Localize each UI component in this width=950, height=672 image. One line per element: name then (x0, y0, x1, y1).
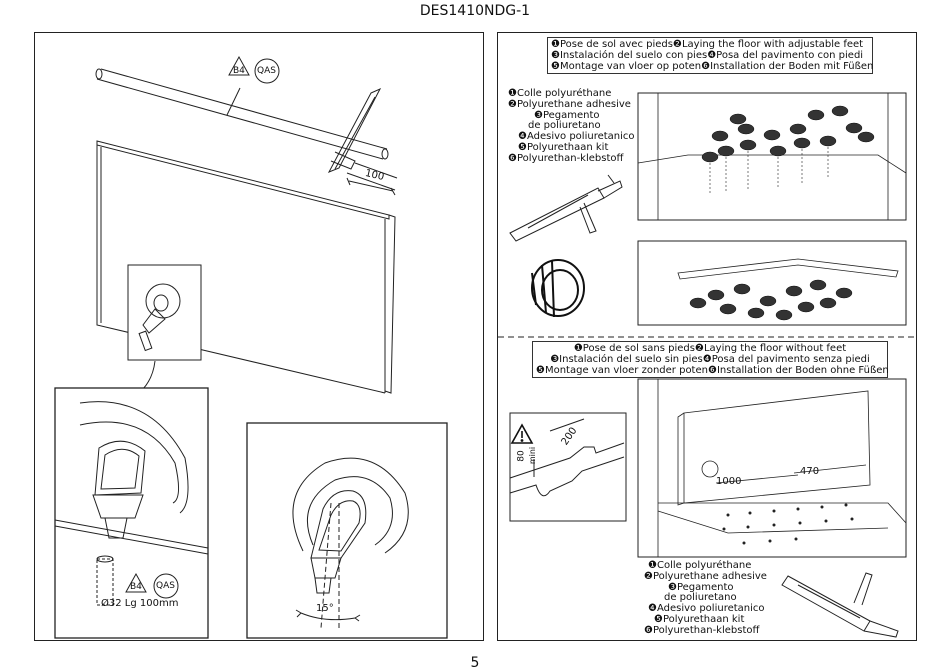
caulk-gun-1 (509, 174, 623, 242)
valve-inset-box (127, 264, 202, 390)
dim-80-label: 80 (516, 450, 527, 462)
legend-item: ❶Pose de sol sans pieds❷Laying the floor… (573, 343, 847, 354)
b4-tag (226, 55, 280, 116)
adhesive-list-bottom: ❶Colle polyuréthane ❷Polyurethane adhesi… (644, 560, 767, 636)
pipe-drawing (95, 68, 389, 160)
legend-item: ❸Instalación del suelo sin pies❹Posa del… (550, 354, 870, 365)
jig-drawing (327, 87, 398, 191)
floor-no-feet-image (637, 378, 907, 558)
detail-b4-qas: QAS (156, 581, 175, 591)
dim-470-label: 470 (800, 466, 820, 477)
dim-100-lines (346, 177, 396, 196)
valve-detail-box (54, 387, 209, 639)
legend-item: ❺Montage van vloer op poten❻Installation… (551, 61, 874, 72)
angle-detail-box (246, 422, 448, 639)
adjustable-foot-part (531, 259, 585, 318)
shower-panel-drawing (96, 140, 396, 394)
detail-b4-code: B4 (130, 582, 142, 592)
floor-feet-image-1 (637, 92, 907, 221)
angle-label: 15° (316, 603, 334, 614)
b4-tag-qas: QAS (257, 66, 276, 76)
adhesive-list-top: ❶Colle polyuréthane ❷Polyurethane adhesi… (508, 88, 635, 164)
right-illustration (498, 92, 918, 638)
dim-mini-label: mini (528, 446, 538, 465)
left-panel: B4 QAS 100 B4 QAS Ø32 Lg 100mm 15° (34, 32, 484, 641)
legend-item: ❸Instalación del suelo con pies❹Posa del… (551, 50, 864, 61)
detail-b4-tag (125, 572, 179, 599)
floor-feet-image-2 (637, 240, 907, 326)
pipe-label: Ø32 Lg 100mm (101, 598, 179, 609)
legend-item: ❺Montage van vloer zonder poten❻Installa… (536, 365, 889, 376)
right-panel: ❶Pose de sol avec pieds❷Laying the floor… (497, 32, 918, 641)
legend-without-feet: ❶Pose de sol sans pieds❷Laying the floor… (532, 341, 889, 378)
feet-cluster-2 (689, 279, 853, 321)
left-illustration (54, 55, 448, 639)
valve-detail-drawing (54, 401, 209, 606)
caulk-gun-2 (781, 572, 899, 638)
document-code: DES1410NDG-1 (419, 3, 531, 19)
glue-dots (722, 503, 854, 545)
dim-1000-label: 1000 (716, 476, 742, 487)
feet-cluster-1 (701, 105, 875, 163)
page-number: 5 (470, 655, 480, 671)
min-dimension-box (509, 412, 627, 522)
b4-tag-code: B4 (233, 66, 245, 76)
legend-with-feet: ❶Pose de sol avec pieds❷Laying the floor… (547, 37, 873, 74)
angle-detail-drawing (292, 457, 409, 629)
warning-icon (510, 423, 534, 444)
legend-item: ❶Pose de sol avec pieds❷Laying the floor… (551, 39, 864, 50)
